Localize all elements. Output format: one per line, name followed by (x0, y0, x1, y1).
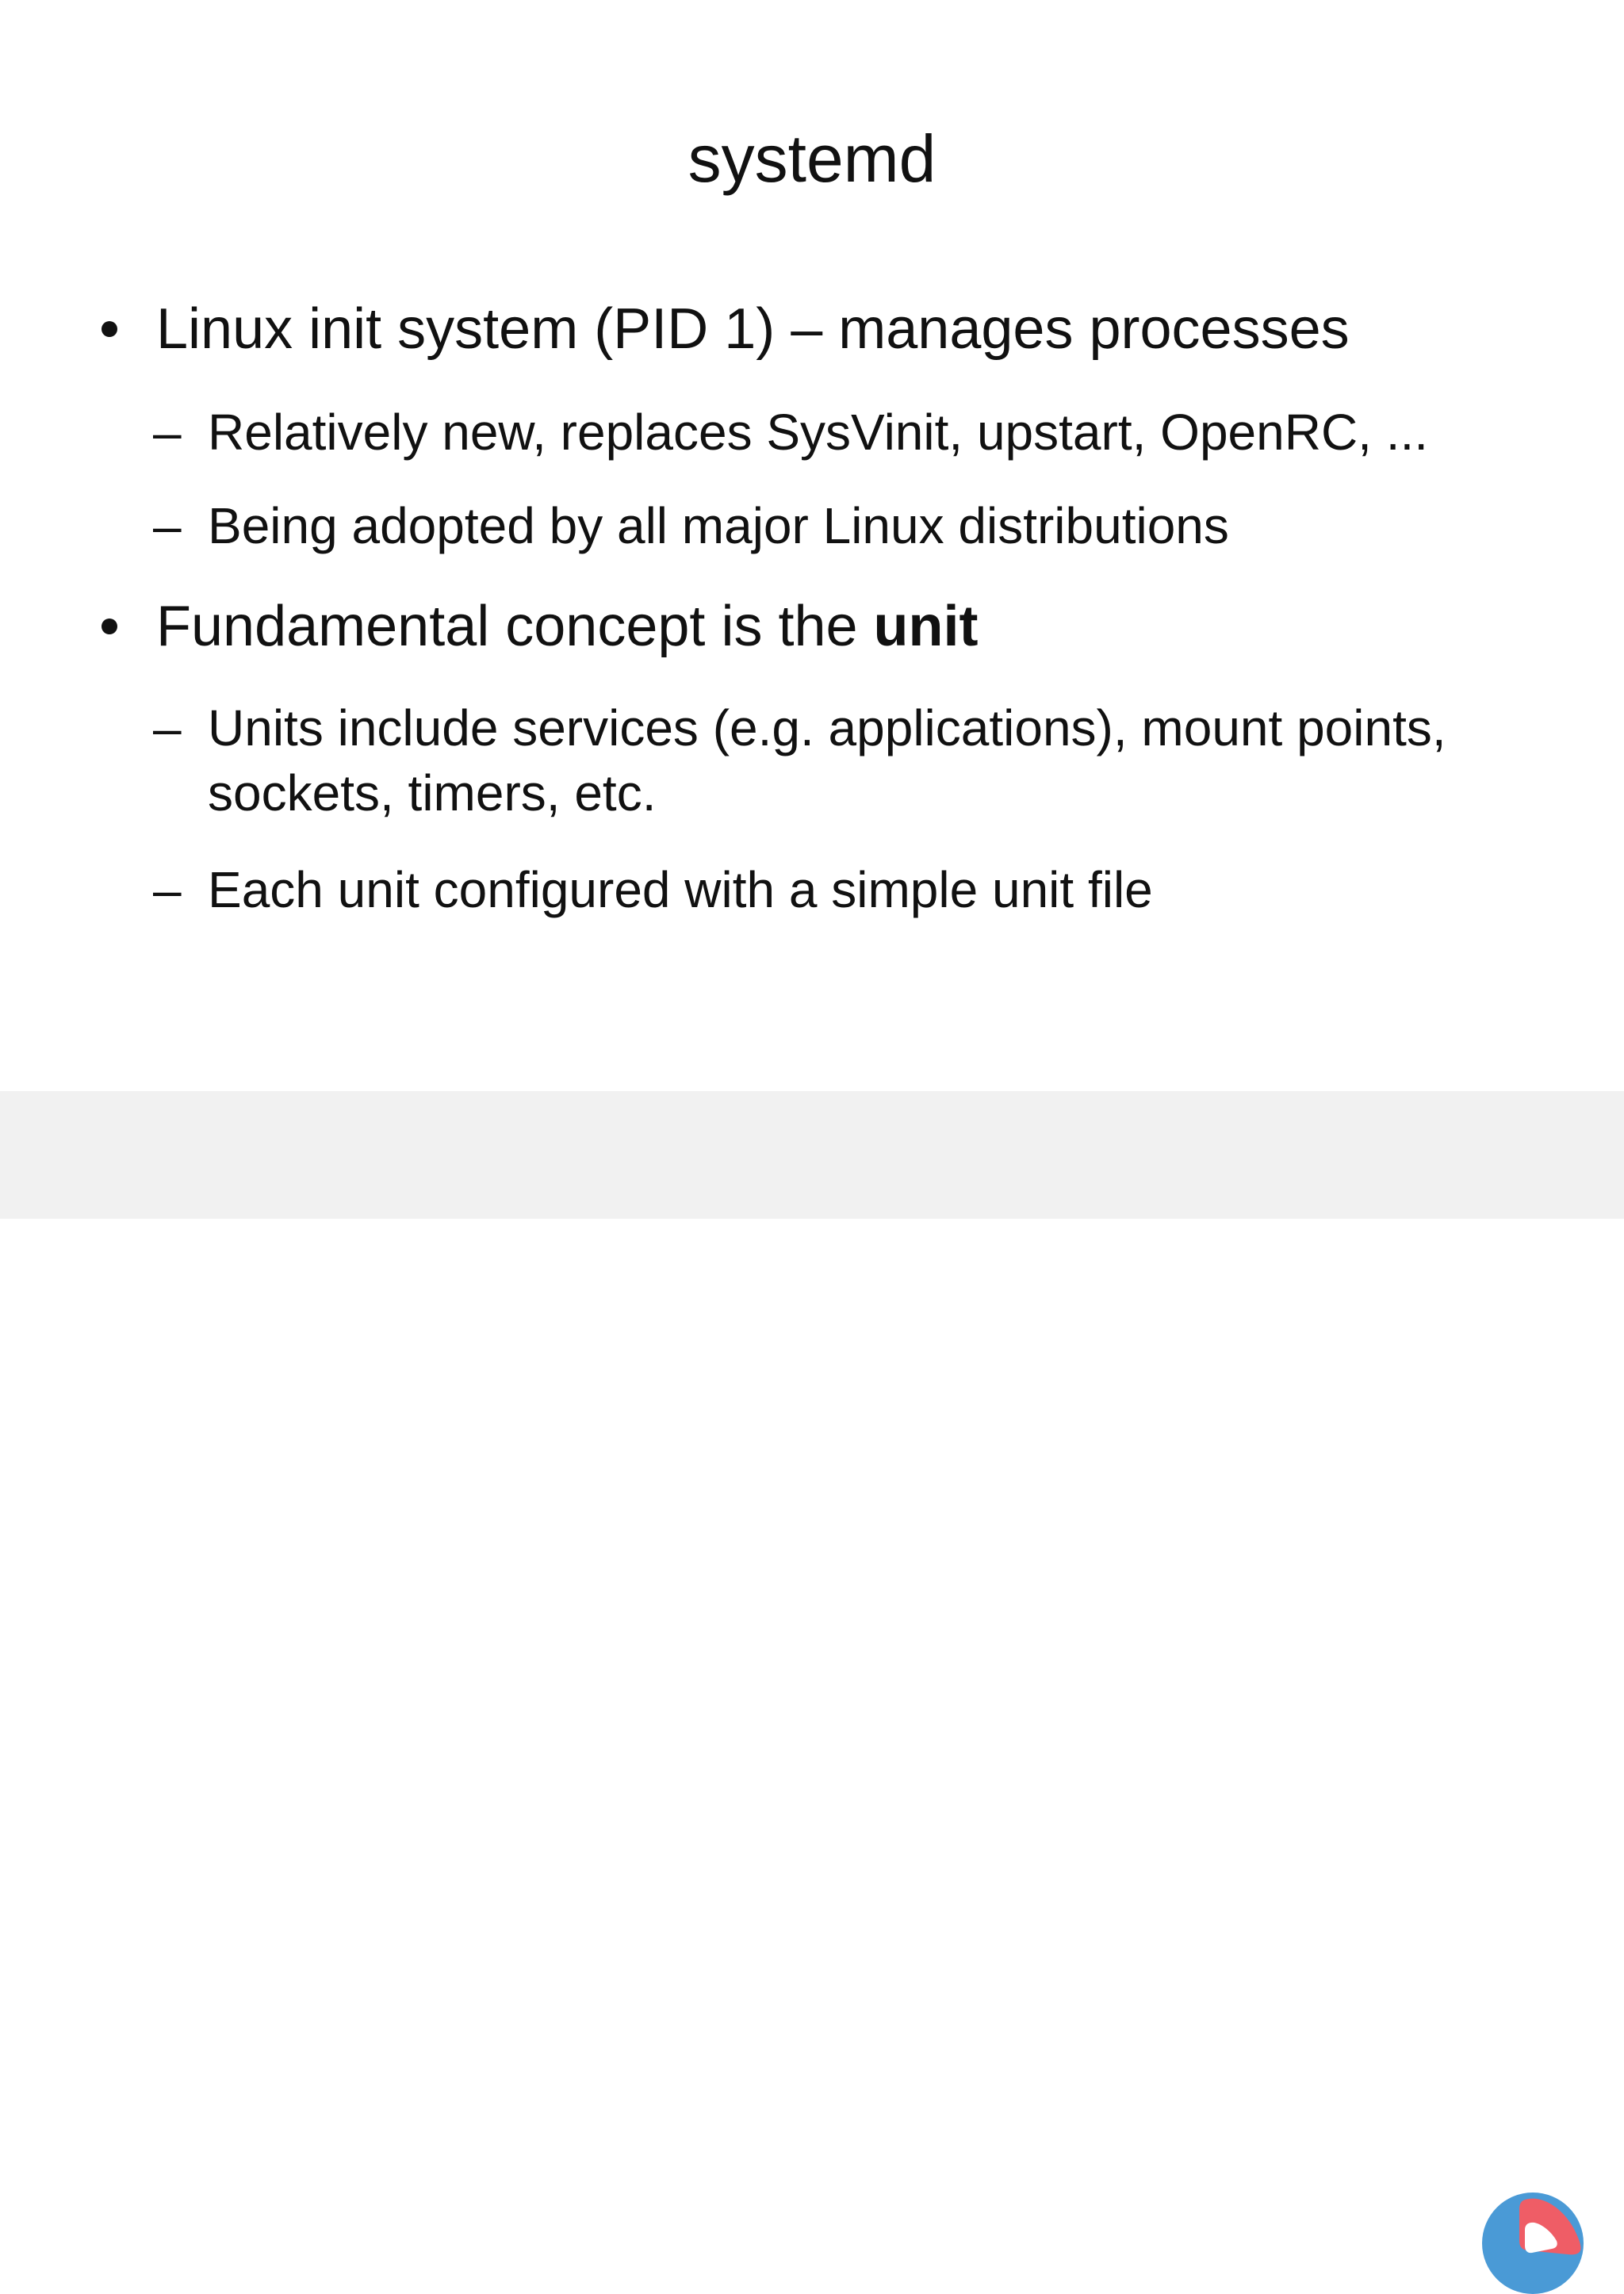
bullet-text: Linux init system (PID 1) – manages proc… (156, 297, 1350, 361)
dash-marker-icon: – (153, 404, 182, 461)
sub-bullet-text: Relatively new, replaces SysVinit, upsta… (208, 404, 1429, 461)
dash-marker-icon: – (153, 699, 182, 756)
dash-marker-icon: – (153, 861, 182, 918)
sub-bullet-text: Units include services (e.g. application… (208, 699, 1446, 821)
footer-bar (0, 1091, 1624, 2294)
slide: systemd Linux init system (PID 1) – mana… (0, 121, 1624, 2294)
slide-title: systemd (688, 121, 936, 196)
dash-marker-icon: – (153, 497, 182, 554)
bullet-dot-icon (102, 321, 117, 337)
bullet-text-regular: Fundamental concept is the (156, 595, 874, 658)
bullet-dot-icon (102, 618, 117, 634)
sub-bullet-item: – Each unit configured with a simple uni… (0, 857, 1153, 922)
sub-bullet-text: Being adopted by all major Linux distrib… (208, 497, 1229, 554)
bullet-item: Fundamental concept is the unit (0, 592, 979, 661)
bullet-text-bold: unit (873, 595, 979, 658)
sub-bullet-item: – Relatively new, replaces SysVinit, ups… (0, 400, 1428, 465)
bullet-text: Fundamental concept is the unit (156, 592, 979, 661)
bullet-item: Linux init system (PID 1) – manages proc… (0, 295, 1350, 363)
sub-bullet-item: – Units include services (e.g. applicati… (0, 695, 1516, 825)
sub-bullet-text: Each unit configured with a simple unit … (208, 861, 1153, 918)
coreos-logo-icon (1482, 2193, 1584, 2294)
sub-bullet-item: – Being adopted by all major Linux distr… (0, 493, 1229, 558)
